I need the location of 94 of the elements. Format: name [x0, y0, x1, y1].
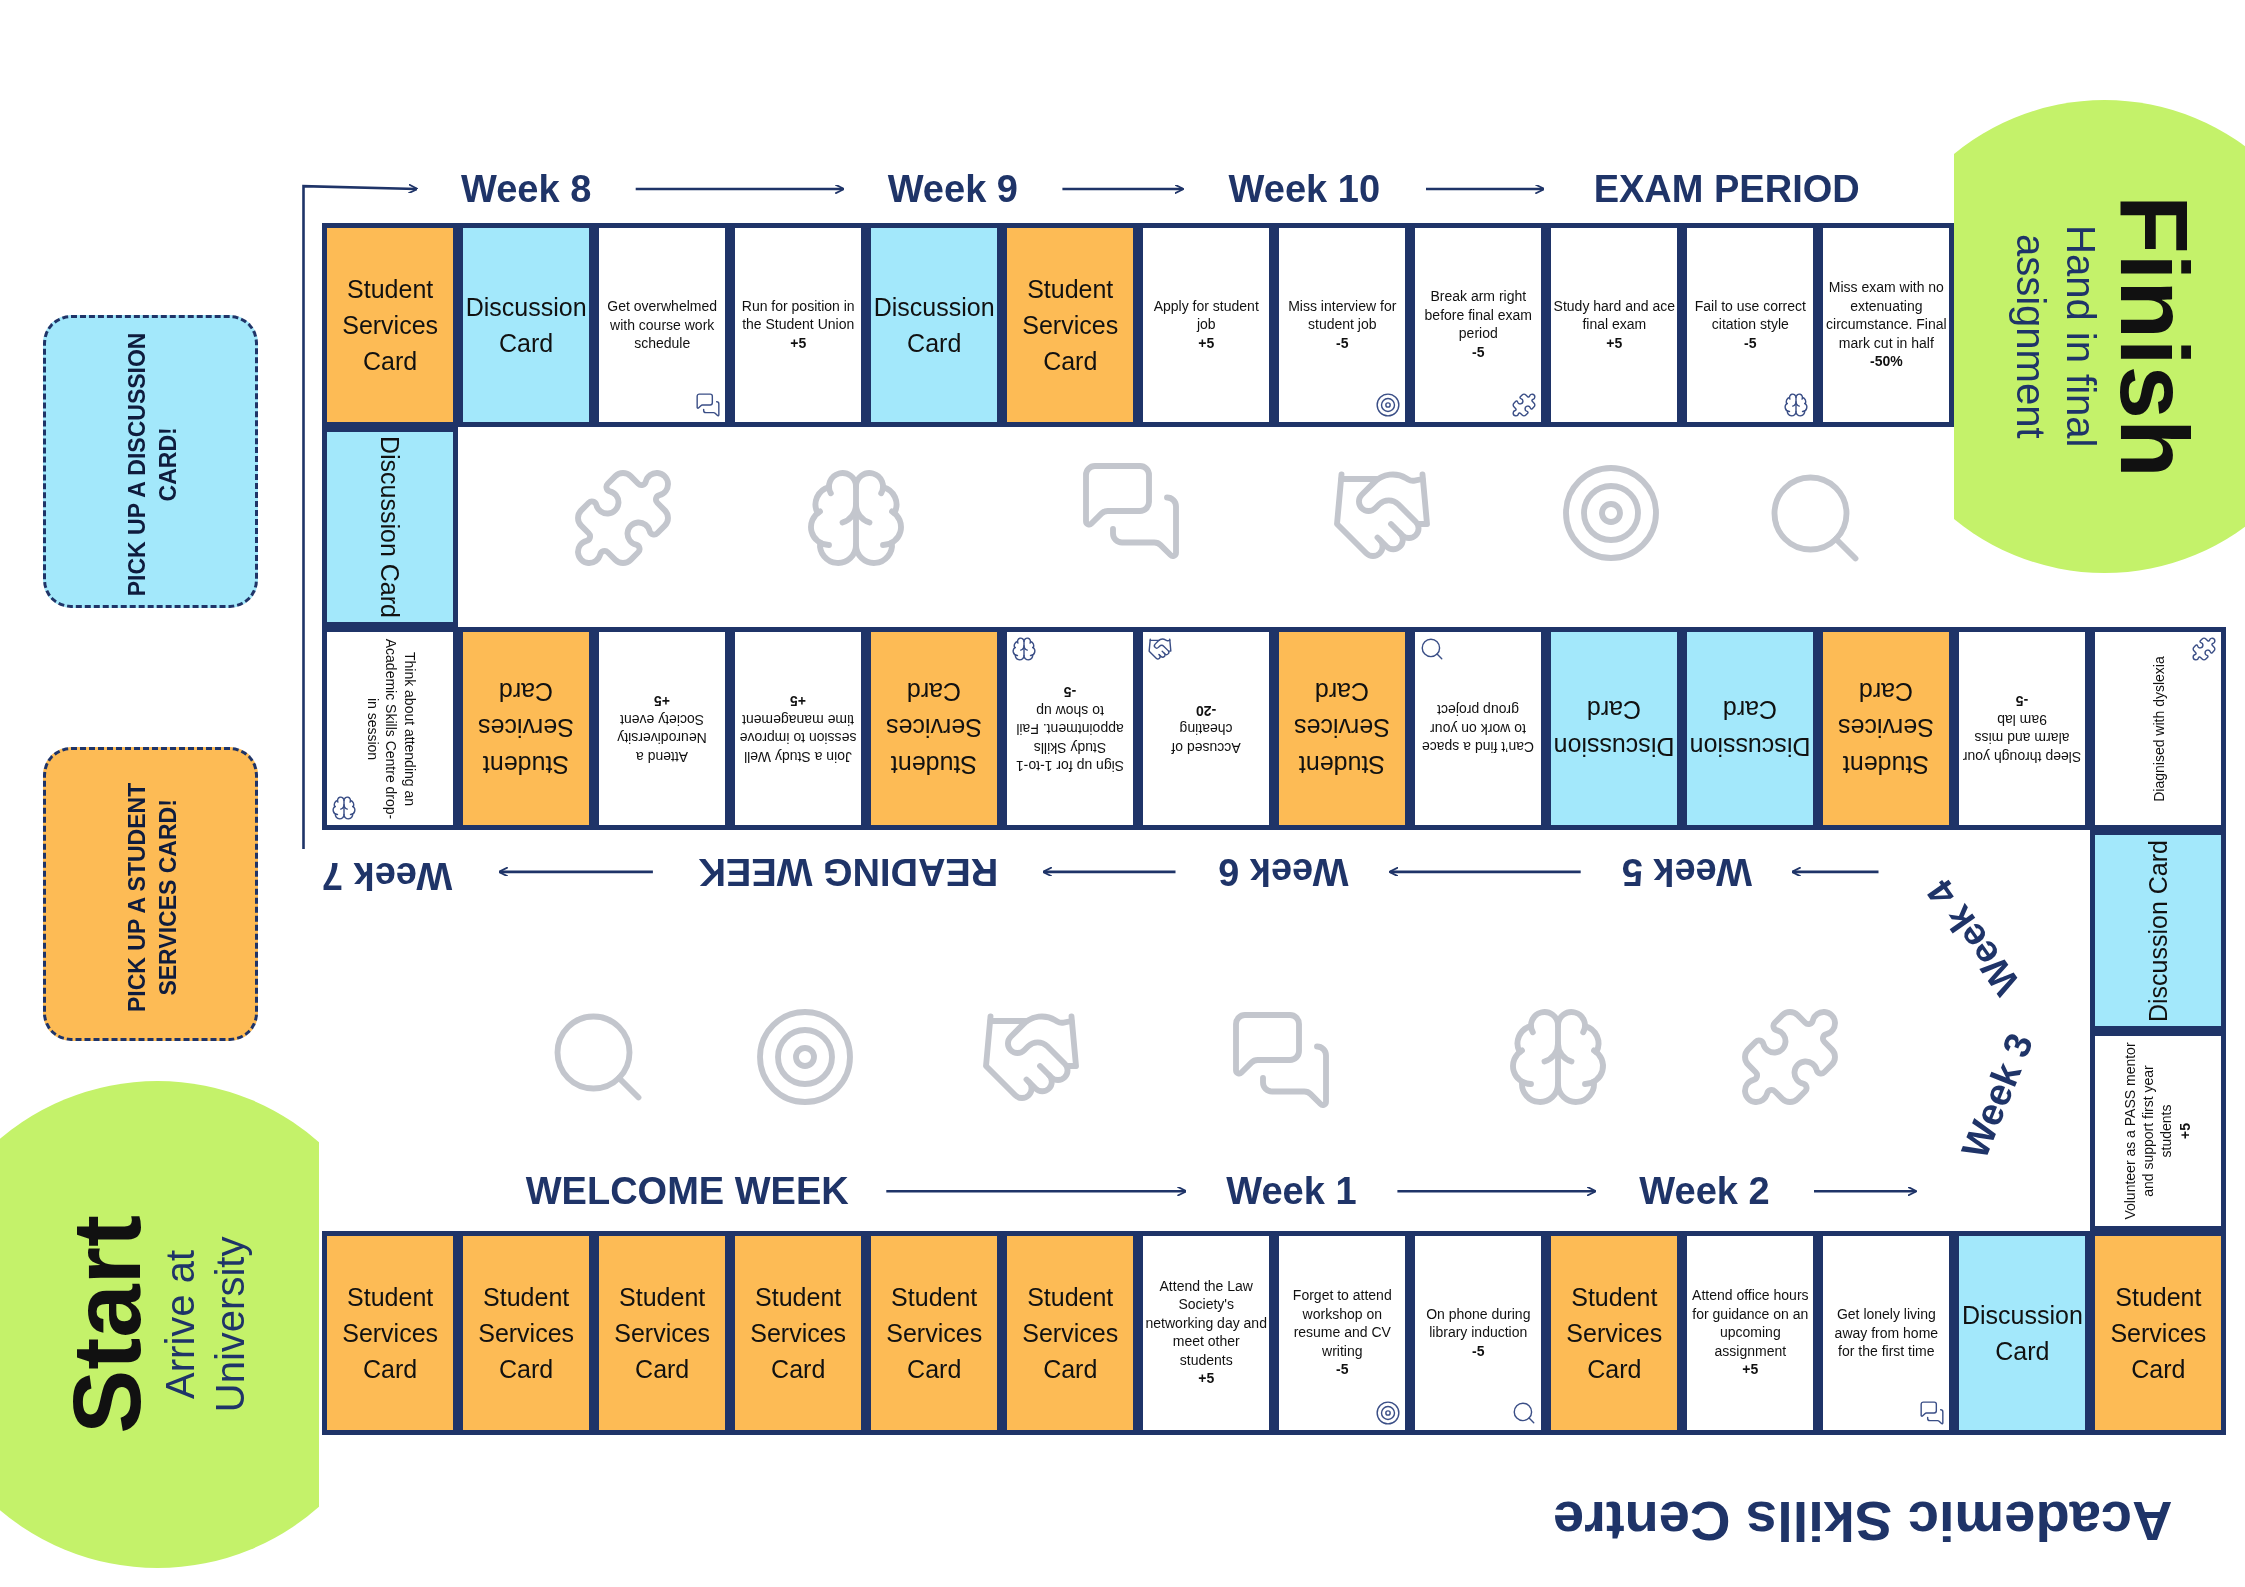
score-value: -5: [1336, 333, 1349, 353]
square-text: Attend office hours for guidance on an upcoming assignment: [1691, 1286, 1810, 1361]
score-value: +5: [790, 333, 807, 353]
square-text: Can’t find a space to work on your group project: [1421, 701, 1536, 757]
card-label: Discussion Card: [873, 291, 996, 359]
score-value: -20: [1196, 702, 1217, 721]
card-instruction: PICK UP A STUDENT SERVICES CARD!: [122, 781, 183, 1014]
pickup-card: [42, 315, 258, 609]
card-label: Discussion Card: [375, 435, 406, 618]
week-label: Week 7: [293, 849, 480, 904]
card-label: Student Services Card: [477, 677, 576, 782]
score-value: -50%: [1870, 352, 1903, 372]
score-value: -5: [1472, 342, 1485, 362]
pickup-card: [42, 747, 258, 1041]
square-text: Volunteer as a PASS mentor and support first year students: [2120, 1041, 2176, 1222]
circle-heading: Start: [59, 1215, 156, 1434]
week-label: Week 6: [1195, 844, 1371, 900]
circle-heading: Finish: [2106, 195, 2203, 478]
title: Academic Skills Centre: [1553, 1493, 2173, 1550]
card-label: Discussion Card: [2143, 839, 2174, 1022]
score-value: +5: [790, 692, 807, 711]
card-label: Student Services Card: [1021, 1281, 1120, 1386]
square-text: Break arm right before final exam period: [1423, 287, 1533, 343]
square-text: Fail to use correct citation style: [1693, 296, 1807, 334]
arrow: [1426, 183, 1546, 195]
week-label: Week 1: [1205, 1162, 1378, 1220]
week-label: Week 2: [1615, 1162, 1794, 1220]
score-value: +5: [1198, 333, 1215, 353]
square-text: Study hard and ace final exam: [1553, 296, 1676, 334]
card-square: [322, 1231, 459, 1435]
square-text: Apply for student job: [1152, 296, 1260, 334]
arrow: [886, 1185, 1188, 1197]
arrow: [1042, 866, 1176, 878]
square-text: Miss interview for student job: [1287, 296, 1398, 334]
circle-subtitle: Hand in final assignment: [2008, 224, 2105, 450]
square-text: Sleep through your alarm and miss 9am lab: [1962, 711, 2083, 767]
square-text: Get lonely living away from home for the first time: [1833, 1305, 1940, 1361]
square-text: Think about attending an Academic Skills Centre drop-in session: [362, 637, 418, 821]
circle-subtitle: Arrive at University: [157, 1235, 254, 1415]
square-text: Diagnised with dyslexia: [2149, 656, 2168, 802]
score-value: -5: [2016, 692, 2029, 711]
square-text: On phone during library induction: [1425, 1304, 1532, 1342]
week-label: Week 10: [1202, 160, 1406, 218]
card-label: Student Services Card: [1021, 273, 1120, 378]
card-label: Student Services Card: [749, 1281, 848, 1386]
week-label: WELCOME WEEK: [508, 1162, 867, 1220]
card-label: Student Services Card: [1837, 677, 1936, 782]
square-text: Forget to attend workshop on resume and CV writing: [1291, 1286, 1393, 1361]
arrow: [1397, 1185, 1597, 1197]
week-label: Week 5: [1600, 844, 1773, 900]
card-label: Student Services Card: [1565, 1281, 1664, 1386]
card-label: Discussion Card: [1961, 1299, 2084, 1367]
arrow: [1388, 866, 1581, 878]
score-value: +5: [1742, 1360, 1759, 1380]
arrow: [635, 183, 846, 195]
score-value: -5: [1744, 333, 1757, 353]
square-text: Run for position in the Student Union: [740, 296, 856, 334]
card-label: Discussion Card: [1689, 695, 1812, 763]
square-text: Sign up for 1-to-1 Study Skills appointment. Fail to show up: [1015, 702, 1126, 776]
score-value: +5: [1198, 1369, 1215, 1389]
square-text: Join a Study Well session to improve time management: [738, 711, 858, 767]
card-label: Discussion Card: [465, 291, 588, 359]
arrow: [1790, 866, 1879, 878]
week-label: Week 9: [863, 160, 1043, 218]
week-label: Week 8: [436, 160, 616, 218]
card-label: Student Services Card: [341, 1281, 440, 1386]
score-value: -5: [1064, 683, 1077, 702]
card-label: Student Services Card: [613, 1281, 712, 1386]
square-text: Attend the Law Society's networking day and meet other students: [1145, 1277, 1268, 1370]
arrow: [302, 183, 419, 849]
score-value: +5: [1606, 333, 1623, 353]
arrow: [497, 866, 653, 878]
score-value: -5: [1472, 1341, 1485, 1361]
square-text: Accused of cheating: [1170, 720, 1242, 758]
board-square: [1818, 223, 1955, 427]
score-value: +5: [2176, 1123, 2195, 1140]
square-text: Get overwhelmed with course work schedule: [606, 297, 719, 353]
card-label: Student Services Card: [885, 1281, 984, 1386]
card-instruction: PICK UP A DISCUSSION CARD!: [122, 331, 183, 599]
card-label: Discussion Card: [1553, 695, 1676, 763]
card-label: Student Services Card: [1293, 677, 1392, 782]
score-value: +5: [654, 692, 671, 711]
square-text: Miss exam with no extenuating circumstance. Final mark cut in half: [1825, 278, 1948, 353]
card-label: Student Services Card: [477, 1281, 576, 1386]
square-text: Attend a Neurodiversity Society event: [616, 711, 708, 767]
week-label: READING WEEK: [672, 844, 1024, 900]
week-label: EXAM PERIOD: [1563, 160, 1890, 218]
card-label: Student Services Card: [2109, 1281, 2208, 1386]
card-label: Student Services Card: [341, 273, 440, 378]
arrow: [1062, 183, 1185, 195]
arrow: [1814, 1185, 1918, 1197]
card-label: Student Services Card: [885, 677, 984, 782]
score-value: -5: [1336, 1360, 1349, 1380]
week-label: Week 3: [1938, 1004, 2056, 1186]
